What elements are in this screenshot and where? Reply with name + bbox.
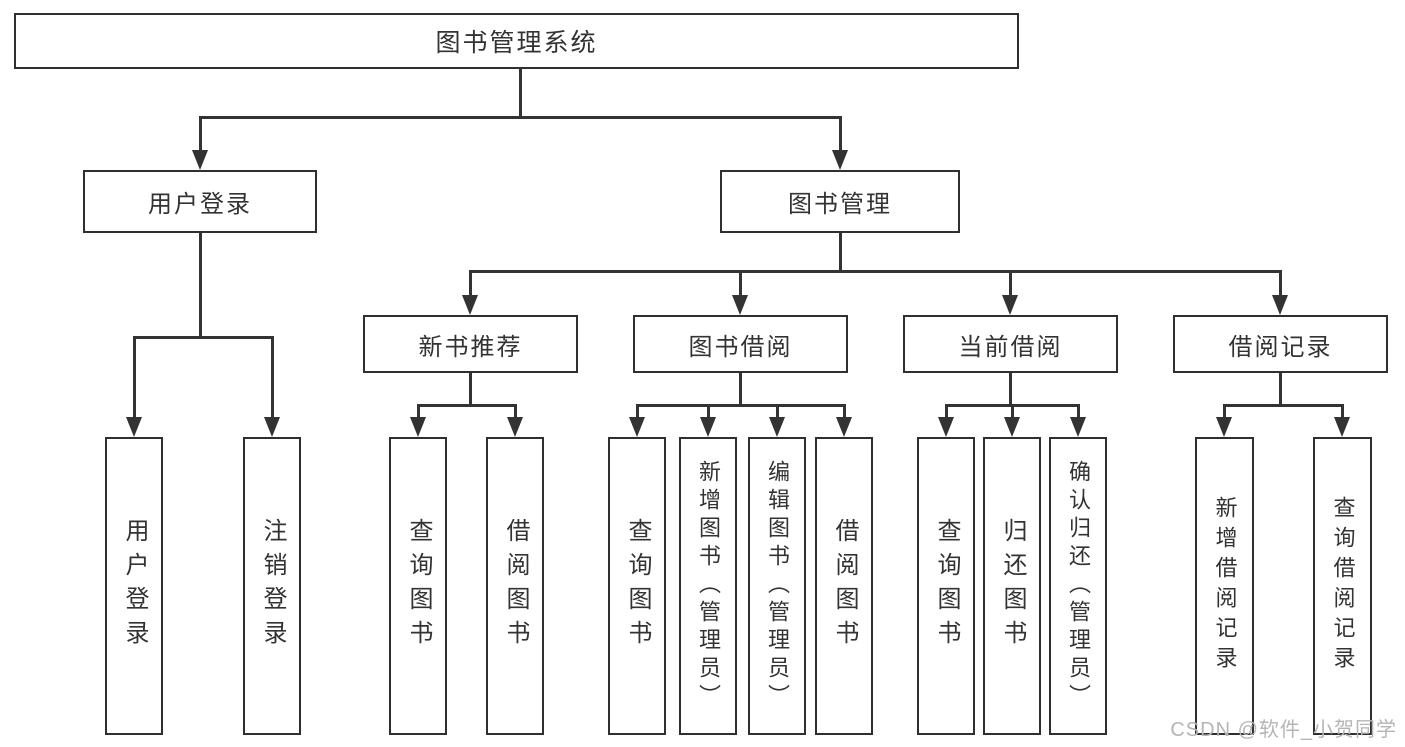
- node-label: 用户登录: [121, 518, 148, 654]
- connector-line: [1077, 404, 1080, 419]
- node-label: 新增借阅记录: [1212, 496, 1238, 676]
- connector-line: [945, 404, 948, 419]
- arrow-down-icon: [769, 417, 785, 437]
- arrow-down-icon: [126, 417, 142, 437]
- arrow-down-icon: [192, 150, 208, 170]
- connector-line: [839, 116, 842, 152]
- node-label: 图书借阅: [688, 333, 793, 361]
- leaf-query-borrow-record: 查询借阅记录: [1313, 437, 1372, 735]
- node-label: 查询图书: [624, 518, 651, 654]
- connector-line: [417, 404, 420, 419]
- leaf-borrow-books: 借阅图书: [815, 437, 873, 735]
- leaf-add-book-admin: 新增图书（管理员）: [679, 437, 737, 735]
- leaf-user-login: 用户登录: [105, 437, 163, 735]
- connector-line: [1223, 404, 1343, 407]
- node-label: 查询借阅记录: [1330, 496, 1356, 676]
- leaf-return-book: 归还图书: [983, 437, 1041, 735]
- node-label: 注销登录: [259, 518, 286, 654]
- arrow-down-icon: [1334, 417, 1350, 437]
- connector-line: [776, 404, 779, 419]
- arrow-down-icon: [629, 417, 645, 437]
- connector-line: [1009, 373, 1012, 407]
- node-book-management: 图书管理: [720, 170, 960, 233]
- node-label: 查询图书: [405, 518, 432, 654]
- connector-line: [843, 404, 846, 419]
- connector-line: [1223, 404, 1226, 419]
- leaf-query-books-current: 查询图书: [917, 437, 975, 735]
- arrow-down-icon: [410, 417, 426, 437]
- node-label: 图书管理: [788, 191, 892, 218]
- node-label: 借阅记录: [1228, 333, 1333, 361]
- connector-line: [199, 116, 202, 152]
- connector-line: [1279, 270, 1282, 297]
- connector-line: [739, 270, 742, 297]
- arrow-down-icon: [832, 150, 848, 170]
- connector-line: [417, 404, 517, 407]
- node-user-login: 用户登录: [83, 170, 317, 233]
- node-borrow-records: 借阅记录: [1173, 315, 1388, 373]
- arrow-down-icon: [732, 295, 748, 315]
- node-label: 编辑图书（管理员）: [765, 460, 790, 712]
- connector-line: [1009, 270, 1012, 297]
- leaf-confirm-return-admin: 确认归还（管理员）: [1049, 437, 1107, 735]
- connector-line: [469, 270, 1282, 273]
- node-label: 查询图书: [933, 518, 960, 654]
- connector-line: [1011, 404, 1014, 419]
- node-current-borrow: 当前借阅: [903, 315, 1118, 373]
- arrow-down-icon: [836, 417, 852, 437]
- connector-line: [739, 373, 742, 407]
- arrow-down-icon: [462, 295, 478, 315]
- connector-line: [1279, 373, 1282, 407]
- connector-line: [1341, 404, 1344, 419]
- node-label: 借阅图书: [831, 518, 858, 654]
- node-label: 当前借阅: [958, 333, 1063, 361]
- connector-line: [519, 68, 522, 118]
- connector-line: [839, 233, 842, 273]
- arrow-down-icon: [264, 417, 280, 437]
- arrow-down-icon: [1272, 295, 1288, 315]
- leaf-query-books-recommend: 查询图书: [389, 437, 447, 735]
- leaf-borrow-books-recommend: 借阅图书: [486, 437, 544, 735]
- node-label: 图书管理系统: [435, 29, 598, 57]
- arrow-down-icon: [507, 417, 523, 437]
- watermark: CSDN @软件_小贺同学: [1170, 719, 1397, 741]
- node-new-book-recommend: 新书推荐: [363, 315, 578, 373]
- arrow-down-icon: [700, 417, 716, 437]
- connector-line: [469, 270, 472, 297]
- connector-line: [514, 404, 517, 419]
- arrow-down-icon: [1002, 295, 1018, 315]
- connector-line: [469, 373, 472, 407]
- node-book-borrow: 图书借阅: [633, 315, 848, 373]
- node-label: 新增图书（管理员）: [696, 460, 721, 712]
- node-label: 归还图书: [999, 518, 1026, 654]
- connector-line: [636, 404, 639, 419]
- arrow-down-icon: [1004, 417, 1020, 437]
- connector-line: [133, 336, 136, 419]
- node-label: 用户登录: [148, 191, 252, 218]
- connector-line: [199, 116, 842, 119]
- connector-line: [271, 336, 274, 419]
- connector-line: [636, 404, 845, 407]
- leaf-add-borrow-record: 新增借阅记录: [1195, 437, 1254, 735]
- arrow-down-icon: [1216, 417, 1232, 437]
- connector-line: [199, 233, 202, 339]
- leaf-edit-book-admin: 编辑图书（管理员）: [748, 437, 806, 735]
- connector-line: [707, 404, 710, 419]
- node-label: 借阅图书: [502, 518, 529, 654]
- leaf-logout: 注销登录: [243, 437, 301, 735]
- node-library-system: 图书管理系统: [14, 13, 1019, 69]
- leaf-query-books-borrow: 查询图书: [608, 437, 666, 735]
- node-label: 新书推荐: [418, 333, 523, 361]
- arrow-down-icon: [1070, 417, 1086, 437]
- arrow-down-icon: [938, 417, 954, 437]
- connector-line: [133, 336, 274, 339]
- node-label: 确认归还（管理员）: [1066, 460, 1091, 712]
